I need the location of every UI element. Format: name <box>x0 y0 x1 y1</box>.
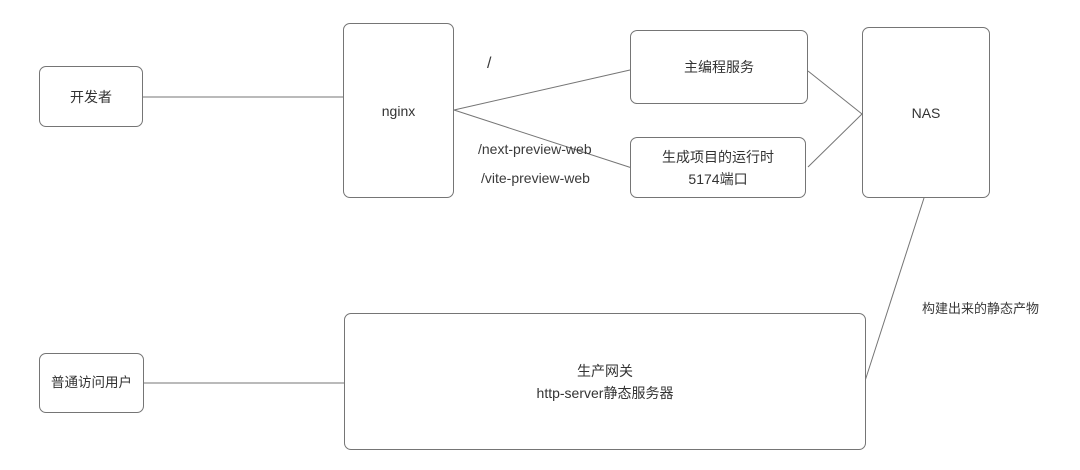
node-gateway: 生产网关 http-server静态服务器 <box>344 313 866 450</box>
edge-label-next-preview-path: /next-preview-web <box>478 141 592 157</box>
node-runtime-label-line1: 生成项目的运行时 <box>662 148 774 165</box>
node-user: 普通访问用户 <box>39 353 144 413</box>
connector-runtime-nas <box>807 113 863 168</box>
node-nas-label: NAS <box>911 104 941 121</box>
node-gateway-label-line1: 生产网关 <box>577 362 633 379</box>
node-gateway-label-line2: http-server静态服务器 <box>536 384 674 401</box>
node-developer-label: 开发者 <box>70 88 112 105</box>
node-main-service-label: 主编程服务 <box>684 59 754 75</box>
node-nginx-label: nginx <box>381 102 416 119</box>
edge-label-root-path: / <box>487 55 492 72</box>
node-runtime-label-line2: 5174端口 <box>688 170 748 187</box>
edge-label-static-artifact: 构建出来的静态产物 <box>922 301 1040 316</box>
node-developer: 开发者 <box>39 66 143 127</box>
connector-main-service-nas <box>807 70 863 115</box>
connector-nginx-main-service <box>453 69 631 111</box>
connector-nginx-runtime <box>453 109 633 169</box>
connector-nas-gateway <box>864 197 925 382</box>
node-user-label: 普通访问用户 <box>51 375 132 390</box>
node-nginx: nginx <box>343 23 454 198</box>
edge-label-vite-preview-path: /vite-preview-web <box>481 170 590 186</box>
node-runtime: 生成项目的运行时 5174端口 <box>630 137 806 198</box>
node-nas: NAS <box>862 27 990 198</box>
node-main-service: 主编程服务 <box>630 30 808 104</box>
